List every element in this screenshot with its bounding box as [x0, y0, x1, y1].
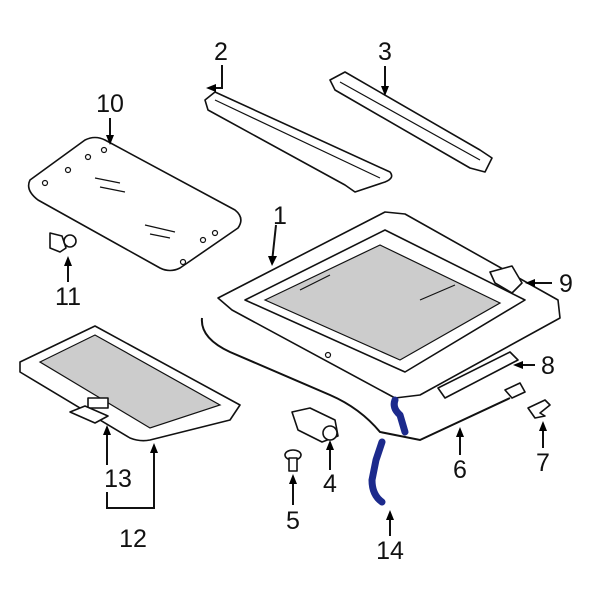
sunroof-frame[interactable]: [217, 211, 561, 399]
glass-bolt[interactable]: [49, 232, 77, 253]
bracket[interactable]: [489, 265, 523, 294]
callout-9: 9: [559, 270, 573, 298]
callout-arrows: [64, 65, 552, 536]
callout-14: 14: [376, 537, 404, 565]
callout-1: 1: [273, 202, 287, 230]
callout-5: 5: [286, 507, 300, 535]
callout-13: 13: [104, 465, 132, 493]
sunshade[interactable]: [19, 325, 241, 442]
clip[interactable]: [527, 399, 551, 419]
callout-12: 12: [119, 525, 147, 553]
callout-7: 7: [536, 449, 550, 477]
sunshade-handle[interactable]: [69, 405, 109, 424]
drain-hose[interactable]: [368, 396, 409, 506]
front-deflector-rail[interactable]: [204, 91, 393, 193]
callout-10: 10: [96, 90, 124, 118]
callout-3: 3: [378, 38, 392, 66]
callout-6: 6: [453, 456, 467, 484]
callout-4: 4: [323, 470, 337, 498]
callout-2: 2: [214, 38, 228, 66]
cable-end: [504, 382, 526, 399]
rear-rail[interactable]: [329, 71, 493, 173]
glass-panel[interactable]: [27, 136, 242, 272]
callout-11: 11: [55, 283, 81, 311]
motor-bolt[interactable]: [284, 449, 302, 472]
motor[interactable]: [291, 407, 339, 443]
guide-rail[interactable]: [437, 351, 519, 399]
drain-hose-cable[interactable]: [200, 317, 511, 442]
callout-8: 8: [541, 352, 555, 380]
